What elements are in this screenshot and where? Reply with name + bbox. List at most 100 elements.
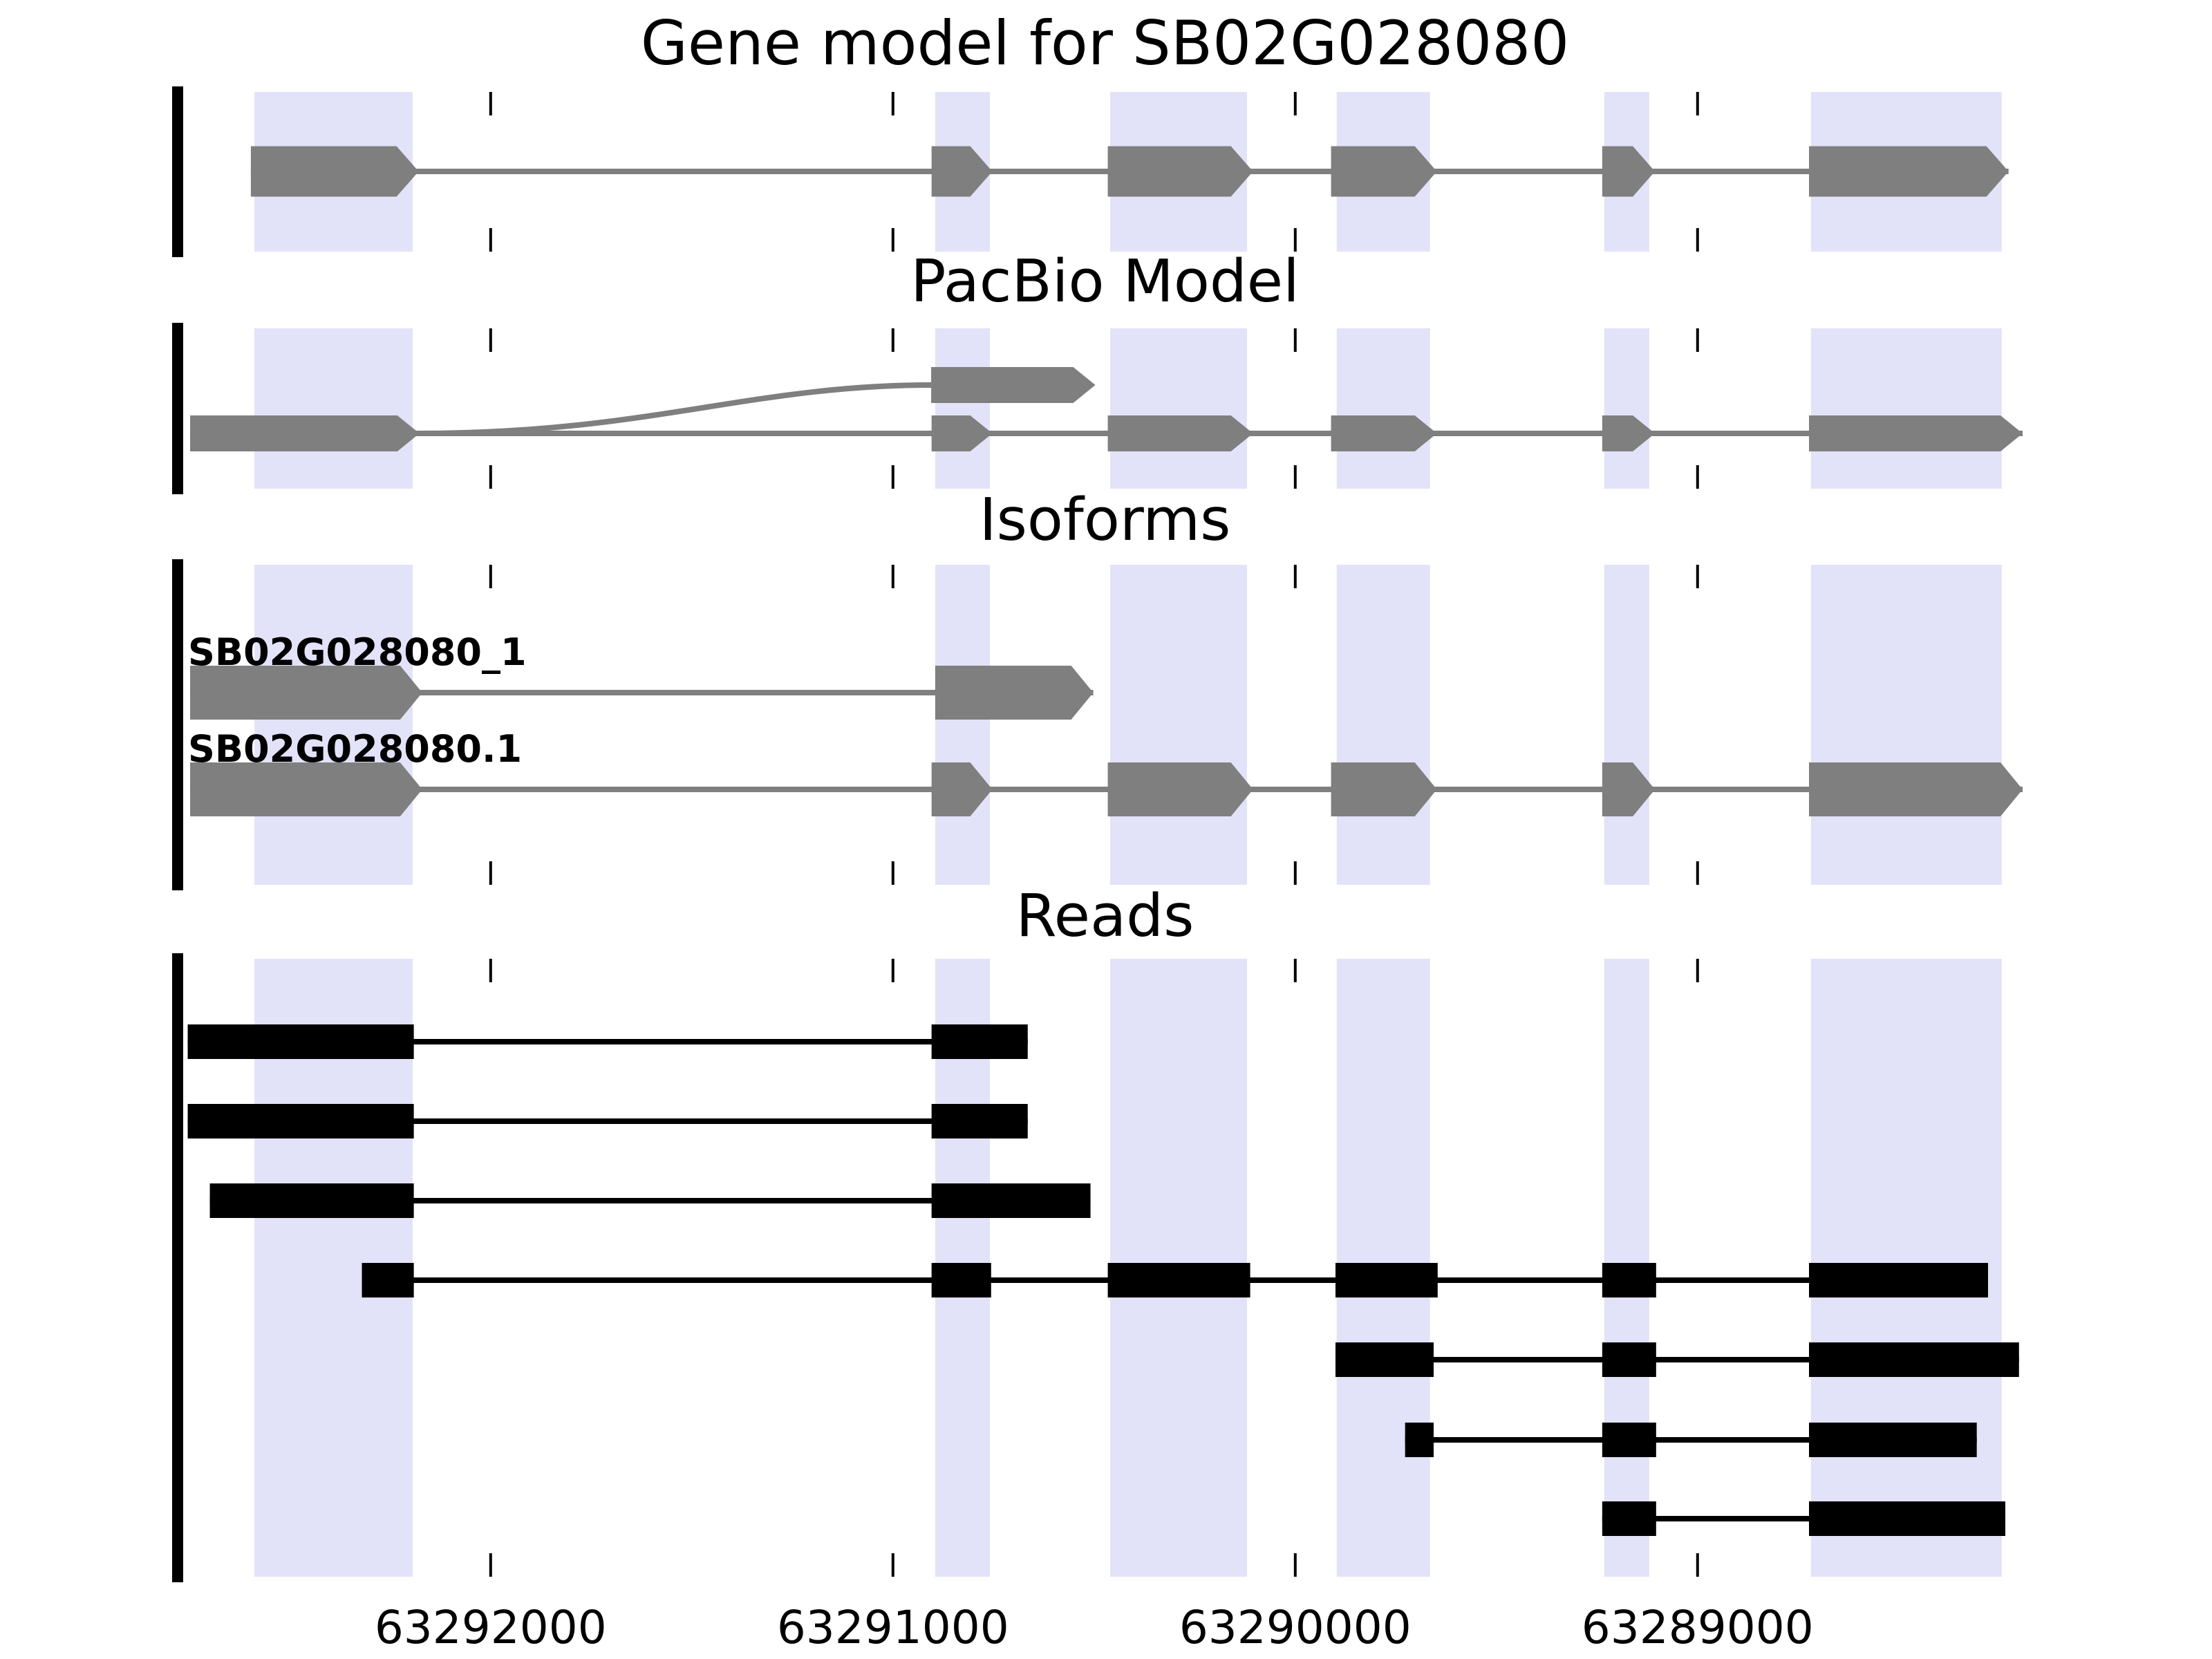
exon-highlight-band <box>1110 328 1247 489</box>
axis-tick-mark <box>891 565 894 588</box>
axis-tick-mark <box>1696 228 1699 252</box>
axis-tick-mark <box>489 92 492 115</box>
read-segment <box>931 1263 991 1297</box>
exon-highlight-band <box>1810 565 2002 885</box>
exon-arrow <box>1602 146 1656 197</box>
isoform-label: SB02G028080_1 <box>188 630 527 674</box>
read-segment <box>931 1104 1028 1138</box>
axis-tick-mark <box>891 959 894 982</box>
axis-tick-mark <box>891 1553 894 1577</box>
exon-arrow <box>1107 146 1253 197</box>
exon-arrow <box>931 415 993 451</box>
axis-tick-mark <box>489 1553 492 1577</box>
axis-tick-mark <box>1293 1553 1297 1577</box>
axis-tick-mark <box>1696 565 1699 588</box>
axis-tick-mark <box>489 861 492 885</box>
figure-title: Gene model for SB02G028080 <box>640 8 1570 79</box>
axis-tick-mark <box>1696 1553 1699 1577</box>
read-segment <box>931 1024 1028 1059</box>
exon-arrow <box>1602 415 1656 451</box>
axis-tick-mark <box>1293 328 1297 352</box>
intron-line <box>209 1198 1091 1203</box>
exon-arrow <box>190 762 422 816</box>
exon-arrow <box>931 367 1096 403</box>
exon-arrow <box>190 666 422 720</box>
exon-arrow <box>935 666 1094 720</box>
read-segment <box>931 1183 1091 1218</box>
read-segment <box>1335 1342 1434 1377</box>
axis-tick-mark <box>891 861 894 885</box>
axis-tick-label: 63291000 <box>776 1601 1009 1654</box>
intron-line <box>187 1118 1028 1124</box>
read-segment <box>1808 1263 1988 1297</box>
read-segment <box>187 1104 414 1138</box>
intron-line <box>1602 1516 2006 1521</box>
exon-highlight-band <box>1604 565 1649 885</box>
axis-tick-mark <box>489 565 492 588</box>
panel-gene-model <box>172 86 2009 257</box>
axis-tick-mark <box>1696 92 1699 115</box>
read-segment <box>1808 1423 1977 1457</box>
exon-arrow <box>250 146 419 197</box>
read-segment <box>1602 1342 1656 1377</box>
gene-model-canvas <box>250 92 2009 252</box>
exon-arrow <box>1808 762 2023 816</box>
exon-highlight-band <box>935 328 991 489</box>
isoforms-canvas <box>190 565 2023 885</box>
splice-junction-curve <box>419 382 932 436</box>
read-segment <box>1808 1501 2006 1536</box>
intron-line <box>190 787 2023 792</box>
axis-tick-mark <box>489 959 492 982</box>
intron-line <box>1335 1357 2019 1362</box>
panel-isoforms <box>172 559 2023 890</box>
axis-tick-mark <box>1293 92 1297 115</box>
exon-highlight-band <box>1336 565 1430 885</box>
exon-arrow <box>931 762 993 816</box>
axis-tick-mark <box>891 92 894 115</box>
panel-pacbio-model <box>172 323 2023 494</box>
read-segment <box>1107 1263 1250 1297</box>
axis-tick-mark <box>1293 565 1297 588</box>
axis-tick-mark <box>1696 959 1699 982</box>
intron-line <box>1405 1437 1977 1443</box>
axis-tick-mark <box>1696 861 1699 885</box>
axis-tick-mark <box>1293 228 1297 252</box>
axis-tick-mark <box>891 465 894 489</box>
read-segment <box>1602 1263 1656 1297</box>
read-segment <box>187 1024 414 1059</box>
panel-title-pacbio: PacBio Model <box>910 247 1300 316</box>
read-segment <box>1405 1423 1434 1457</box>
axis-tick-mark <box>1696 328 1699 352</box>
exon-arrow <box>1602 762 1656 816</box>
exon-highlight-band <box>1604 328 1649 489</box>
read-segment <box>209 1183 414 1218</box>
read-segment <box>1602 1423 1656 1457</box>
intron-line <box>187 1039 1028 1044</box>
read-segment <box>1602 1501 1656 1536</box>
panel-reads <box>172 953 2019 1582</box>
exon-arrow <box>1808 146 2009 197</box>
axis-tick-mark <box>891 328 894 352</box>
panel-title-isoforms: Isoforms <box>979 486 1231 554</box>
axis-tick-mark <box>489 328 492 352</box>
axis-tick-label: 63290000 <box>1179 1601 1412 1654</box>
read-segment <box>1335 1263 1438 1297</box>
axis-tick-label: 63292000 <box>374 1601 607 1654</box>
exon-arrow <box>1107 762 1253 816</box>
exon-arrow <box>1107 415 1253 451</box>
exon-arrow <box>1331 146 1437 197</box>
axis-tick-mark <box>1696 465 1699 489</box>
exon-arrow <box>1331 415 1437 451</box>
axis-tick-mark <box>1293 465 1297 489</box>
exon-highlight-band <box>254 328 413 489</box>
intron-line <box>190 690 1094 695</box>
axis-tick-mark <box>489 228 492 252</box>
exon-highlight-band <box>935 565 991 885</box>
exon-highlight-band <box>1110 565 1247 885</box>
axis-tick-mark <box>891 228 894 252</box>
intron-line <box>190 431 2023 436</box>
exon-arrow <box>1331 762 1437 816</box>
exon-highlight-band <box>1336 328 1430 489</box>
read-segment <box>1808 1342 2019 1377</box>
